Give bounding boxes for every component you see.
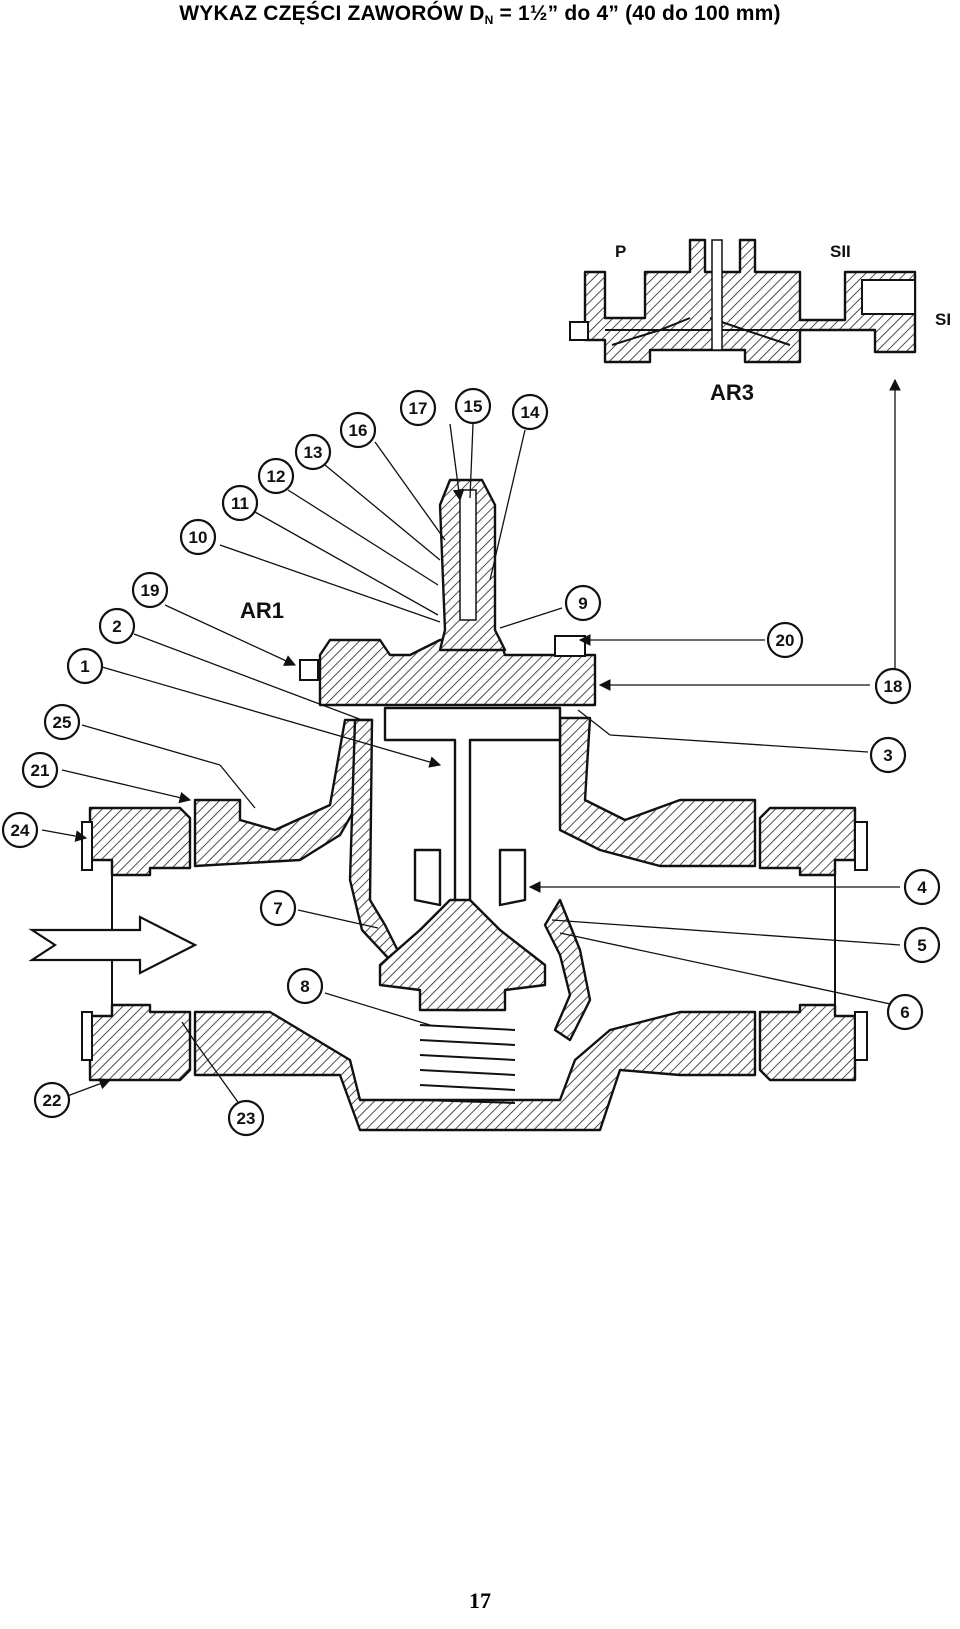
callout-15: 15	[454, 387, 492, 425]
callout-13: 13	[294, 433, 332, 471]
callout-20: 20	[766, 621, 804, 659]
title-rest: = 1½” do 4” (40 do 100 mm)	[493, 2, 781, 25]
port-label-sii: SII	[830, 242, 851, 261]
svg-text:18: 18	[884, 677, 903, 696]
callout-22: 22	[33, 1081, 71, 1119]
callout-10: 10	[179, 518, 217, 556]
callout-23: 23	[227, 1099, 265, 1137]
svg-text:21: 21	[31, 761, 50, 780]
callout-21: 21	[21, 751, 59, 789]
callout-9: 9	[564, 584, 602, 622]
title-main: WYKAZ CZĘŚCI ZAWORÓW D	[179, 2, 485, 25]
callout-7: 7	[259, 889, 297, 927]
svg-text:24: 24	[11, 821, 30, 840]
svg-text:4: 4	[917, 878, 927, 897]
assembly-label-ar3: AR3	[710, 380, 754, 405]
leader-lines	[41, 378, 901, 1113]
callout-11: 11	[221, 484, 259, 522]
page-number: 17	[469, 1588, 491, 1613]
svg-text:23: 23	[237, 1109, 256, 1128]
svg-text:11: 11	[231, 494, 249, 513]
svg-text:2: 2	[112, 617, 121, 636]
page-title: WYKAZ CZĘŚCI ZAWORÓW DN = 1½” do 4” (40 …	[0, 2, 960, 27]
callout-17: 17	[399, 389, 437, 427]
ar3-assembly	[569, 238, 917, 364]
svg-text:15: 15	[464, 397, 483, 416]
callout-3: 3	[869, 736, 907, 774]
callout-2: 2	[98, 607, 136, 645]
callout-5: 5	[903, 926, 941, 964]
valve-body	[81, 478, 868, 1132]
svg-text:16: 16	[349, 421, 368, 440]
callout-6: 6	[886, 993, 924, 1031]
svg-text:5: 5	[917, 936, 926, 955]
flow-arrow-icon	[28, 915, 198, 975]
callout-19: 19	[131, 571, 169, 609]
svg-text:20: 20	[776, 631, 795, 650]
svg-text:1: 1	[80, 657, 89, 676]
svg-text:22: 22	[43, 1091, 62, 1110]
svg-text:9: 9	[578, 594, 587, 613]
callout-18: 18	[874, 667, 912, 705]
callout-12: 12	[257, 457, 295, 495]
svg-text:8: 8	[300, 977, 309, 996]
callout-25: 25	[43, 703, 81, 741]
svg-text:17: 17	[409, 399, 428, 418]
callout-4: 4	[903, 868, 941, 906]
callout-14: 14	[511, 393, 549, 431]
callout-16: 16	[339, 411, 377, 449]
callout-1: 1	[66, 647, 104, 685]
assembly-label-ar1: AR1	[240, 598, 284, 623]
svg-text:3: 3	[883, 746, 892, 765]
svg-text:25: 25	[53, 713, 72, 732]
callout-24: 24	[1, 811, 39, 849]
svg-text:10: 10	[189, 528, 208, 547]
port-label-p: P	[615, 242, 626, 261]
svg-text:14: 14	[521, 403, 540, 422]
svg-text:12: 12	[267, 467, 286, 486]
svg-text:19: 19	[141, 581, 160, 600]
title-subscript: N	[484, 13, 494, 27]
port-label-si: SI	[935, 310, 951, 329]
svg-text:13: 13	[304, 443, 323, 462]
callout-8: 8	[286, 967, 324, 1005]
svg-text:7: 7	[273, 899, 282, 918]
svg-text:6: 6	[900, 1003, 909, 1022]
